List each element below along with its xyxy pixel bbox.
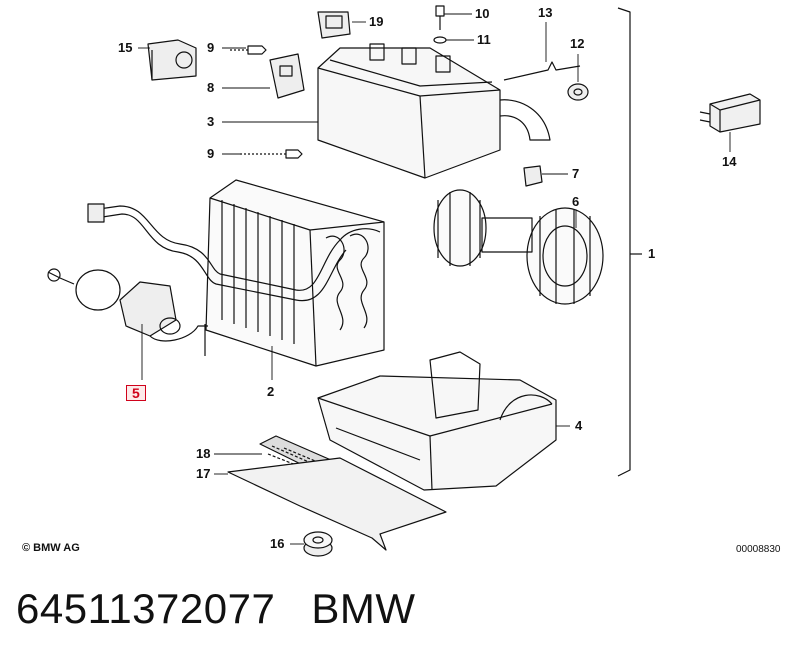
callout-9-upper: 9 [207,40,215,55]
callout-14: 14 [722,154,737,169]
callout-4: 4 [575,418,583,433]
expansion-valve-part [47,268,208,356]
screw-10-part [435,5,445,30]
screw-part-lower [240,149,303,159]
clip-part [523,165,543,187]
callout-9-lower: 9 [207,146,215,161]
callout-13: 13 [538,5,553,20]
callout-16: 16 [270,536,285,551]
callout-5-highlighted[interactable]: 5 [126,385,146,401]
callout-2: 2 [267,384,275,399]
housing-lower-part [317,351,557,491]
actuator-motor-part [317,11,351,39]
bushing-part [303,531,333,557]
document-number: 00008830 [736,544,781,555]
screw-part-upper [230,45,267,55]
relay-part [699,93,761,133]
callout-8: 8 [207,80,215,95]
copyright-notice: © BMW AG [22,542,80,554]
callout-11: 11 [477,32,491,47]
callout-19: 19 [369,14,384,29]
blower-part [433,189,604,305]
sensor-part [147,39,197,81]
callout-7: 7 [572,166,580,181]
refrigerant-pipe [91,205,381,291]
callout-18: 18 [196,446,211,461]
washer-11-part [433,36,447,44]
exploded-parts-diagram [47,5,761,557]
callout-1: 1 [648,246,656,261]
bracket-part [269,53,305,99]
housing-upper-part [317,43,551,179]
callout-15: 15 [118,40,133,55]
rod-part [503,61,581,81]
grommet-part [567,83,589,101]
brand-name: BMW [311,585,416,632]
callout-3: 3 [207,114,215,129]
callout-17: 17 [196,466,211,481]
callout-10: 10 [475,6,490,21]
part-number: 64511372077 [16,585,276,632]
callout-12: 12 [570,36,585,51]
group-bracket [617,7,631,477]
cover-part [227,457,447,551]
callout-6: 6 [572,194,580,209]
evaporator-part [205,179,385,367]
part-caption: 64511372077 BMW [16,584,451,634]
